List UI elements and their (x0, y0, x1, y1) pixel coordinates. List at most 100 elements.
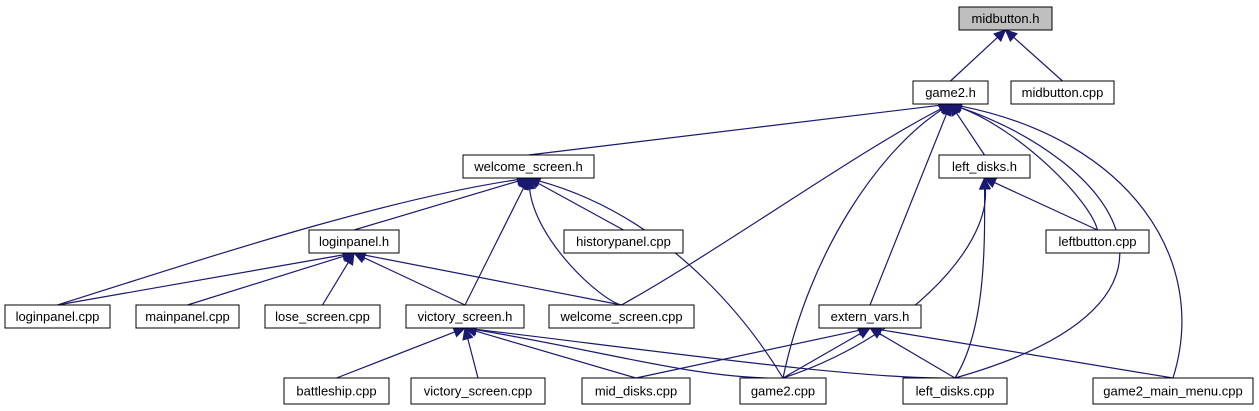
node-welcome-screen-h[interactable]: welcome_screen.h (462, 154, 595, 179)
node-mainpanel-cpp[interactable]: mainpanel.cpp (135, 304, 240, 329)
edge-loginpanel-cpp-to-loginpanel-h-line (57, 254, 344, 306)
edge-welcome-screen-h-to-game2-h (528, 104, 940, 156)
node-loginpanel-cpp[interactable]: loginpanel.cpp (4, 304, 111, 329)
node-left-disks-h[interactable]: left_disks.h (938, 154, 1031, 179)
edge-game2-cpp-to-extern-vars-h-line (782, 332, 861, 379)
node-midbutton-cpp-label: midbutton.cpp (1022, 85, 1104, 100)
edge-game2-main-menu-cpp-to-game2-h-line (961, 105, 1183, 379)
edge-left-disks-h-to-game2-h-line (956, 112, 985, 156)
edge-welcome-screen-cpp-to-loginpanel-h (364, 254, 622, 306)
edge-game2-cpp-to-victory-screen-h (475, 329, 784, 379)
edge-victory-screen-h-to-welcome-screen-h-line (464, 187, 525, 306)
edge-midbutton-cpp-to-midbutton-h-line (1013, 36, 1063, 82)
edge-loginpanel-cpp-to-welcome-screen-h-line (57, 179, 518, 306)
node-midbutton-h-box (958, 6, 1053, 31)
edge-left-disks-h-to-game2-h (956, 112, 985, 156)
node-left-disks-cpp-box (902, 377, 1008, 405)
edge-leftbutton-cpp-to-game2-h-line (960, 107, 1099, 231)
edge-leftbutton-cpp-to-game2-h (960, 107, 1099, 231)
node-game2-h-label: game2.h (925, 85, 976, 100)
node-left-disks-h-label: left_disks.h (952, 159, 1017, 174)
edge-welcome-screen-cpp-to-welcome-screen-h-arrowhead (523, 176, 536, 191)
edge-mid-disks-cpp-to-victory-screen-h (475, 330, 637, 379)
edge-leftbutton-cpp-to-left-disks-h (994, 182, 1098, 231)
node-game2-main-menu-cpp[interactable]: game2_main_menu.cpp (1092, 377, 1254, 405)
node-battleship-cpp-box (283, 377, 390, 405)
edge-victory-screen-h-to-loginpanel-h (363, 257, 466, 306)
node-left-disks-cpp[interactable]: left_disks.cpp (902, 377, 1008, 405)
node-welcome-screen-h-label: welcome_screen.h (473, 159, 582, 174)
node-victory-screen-cpp[interactable]: victory_screen.cpp (410, 377, 546, 405)
edge-extern-vars-h-to-game2-h-arrowhead (940, 102, 952, 117)
edge-leftbutton-cpp-to-left-disks-h-line (994, 182, 1098, 231)
node-game2-main-menu-cpp-label: game2_main_menu.cpp (1103, 384, 1242, 399)
edge-welcome-screen-cpp-to-game2-h (621, 108, 941, 306)
node-extern-vars-h[interactable]: extern_vars.h (818, 304, 922, 329)
edge-game2-main-menu-cpp-to-extern-vars-h-line (880, 329, 1174, 379)
node-midbutton-h[interactable]: midbutton.h (958, 6, 1053, 31)
edge-left-disks-cpp-to-victory-screen-h (475, 328, 956, 379)
node-historypanel-cpp[interactable]: historypanel.cpp (563, 229, 684, 254)
node-game2-cpp[interactable]: game2.cpp (739, 377, 827, 405)
node-victory-screen-h-box (405, 304, 525, 329)
edge-welcome-screen-cpp-to-loginpanel-h-line (364, 254, 622, 306)
node-midbutton-h-label: midbutton.h (972, 11, 1040, 26)
edge-left-disks-cpp-to-left-disks-h-line (954, 188, 986, 379)
edge-game2-cpp-to-left-disks-h-line (782, 188, 986, 379)
edge-victory-screen-cpp-to-victory-screen-h-arrowhead (462, 326, 474, 341)
node-extern-vars-h-box (818, 304, 922, 329)
node-victory-screen-cpp-box (410, 377, 546, 405)
edge-game2-cpp-to-game2-h-line (782, 109, 942, 379)
edge-mainpanel-cpp-to-loginpanel-h-line (187, 255, 344, 306)
edge-victory-screen-h-to-welcome-screen-h (464, 187, 525, 306)
edge-game2-cpp-to-game2-h (782, 109, 942, 379)
edge-game2-h-to-midbutton-h-line (950, 37, 998, 82)
edge-game2-h-to-midbutton-h (950, 37, 998, 82)
edge-midbutton-cpp-to-midbutton-h (1013, 36, 1063, 82)
edge-loginpanel-h-to-welcome-screen-h-line (353, 180, 519, 231)
node-game2-h-box (912, 80, 989, 105)
edge-game2-cpp-to-victory-screen-h-line (475, 329, 784, 379)
node-game2-cpp-label: game2.cpp (751, 384, 815, 399)
node-game2-h[interactable]: game2.h (912, 80, 989, 105)
node-leftbutton-cpp[interactable]: leftbutton.cpp (1045, 229, 1150, 254)
node-midbutton-cpp[interactable]: midbutton.cpp (1010, 80, 1115, 105)
edge-extern-vars-h-to-game2-h-line (869, 113, 947, 306)
node-historypanel-cpp-label: historypanel.cpp (576, 234, 671, 249)
node-loginpanel-h[interactable]: loginpanel.h (308, 229, 400, 254)
edge-mid-disks-cpp-to-extern-vars-h-line (635, 329, 860, 379)
node-lose-screen-cpp-box (264, 304, 381, 329)
edge-historypanel-cpp-to-welcome-screen-h (537, 182, 624, 231)
node-welcome-screen-cpp-label: welcome_screen.cpp (559, 309, 682, 324)
node-lose-screen-cpp[interactable]: lose_screen.cpp (264, 304, 381, 329)
edge-extern-vars-h-to-game2-h (869, 113, 947, 306)
edge-mid-disks-cpp-to-extern-vars-h (635, 329, 860, 379)
node-victory-screen-h[interactable]: victory_screen.h (405, 304, 525, 329)
edge-welcome-screen-h-to-game2-h-line (528, 104, 940, 156)
node-historypanel-cpp-box (563, 229, 684, 254)
edge-mainpanel-cpp-to-loginpanel-h (187, 255, 344, 306)
node-leftbutton-cpp-label: leftbutton.cpp (1058, 234, 1136, 249)
node-loginpanel-h-box (308, 229, 400, 254)
edge-battleship-cpp-to-victory-screen-h (336, 331, 455, 379)
node-mid-disks-cpp[interactable]: mid_disks.cpp (581, 377, 691, 405)
edge-welcome-screen-cpp-to-welcome-screen-h-line (529, 188, 622, 306)
node-loginpanel-cpp-label: loginpanel.cpp (16, 309, 100, 324)
node-leftbutton-cpp-box (1045, 229, 1150, 254)
node-battleship-cpp-label: battleship.cpp (296, 384, 376, 399)
node-victory-screen-cpp-label: victory_screen.cpp (424, 384, 532, 399)
edge-battleship-cpp-to-victory-screen-h-arrowhead (452, 326, 467, 338)
node-game2-main-menu-cpp-box (1092, 377, 1254, 405)
node-welcome-screen-cpp[interactable]: welcome_screen.cpp (548, 304, 695, 329)
node-mainpanel-cpp-label: mainpanel.cpp (145, 309, 230, 324)
edge-victory-screen-cpp-to-victory-screen-h-line (467, 338, 479, 379)
edge-game2-main-menu-cpp-to-game2-h (961, 105, 1183, 379)
node-battleship-cpp[interactable]: battleship.cpp (283, 377, 390, 405)
edge-game2-h-to-midbutton-h-arrowhead (993, 29, 1007, 43)
node-extern-vars-h-label: extern_vars.h (831, 309, 910, 324)
node-mainpanel-cpp-box (135, 304, 240, 329)
edge-left-disks-cpp-to-left-disks-h (954, 188, 986, 379)
edge-midbutton-cpp-to-midbutton-h-arrowhead (1004, 29, 1018, 42)
edge-welcome-screen-cpp-to-game2-h-line (621, 108, 941, 306)
edge-loginpanel-h-to-welcome-screen-h (353, 180, 519, 231)
